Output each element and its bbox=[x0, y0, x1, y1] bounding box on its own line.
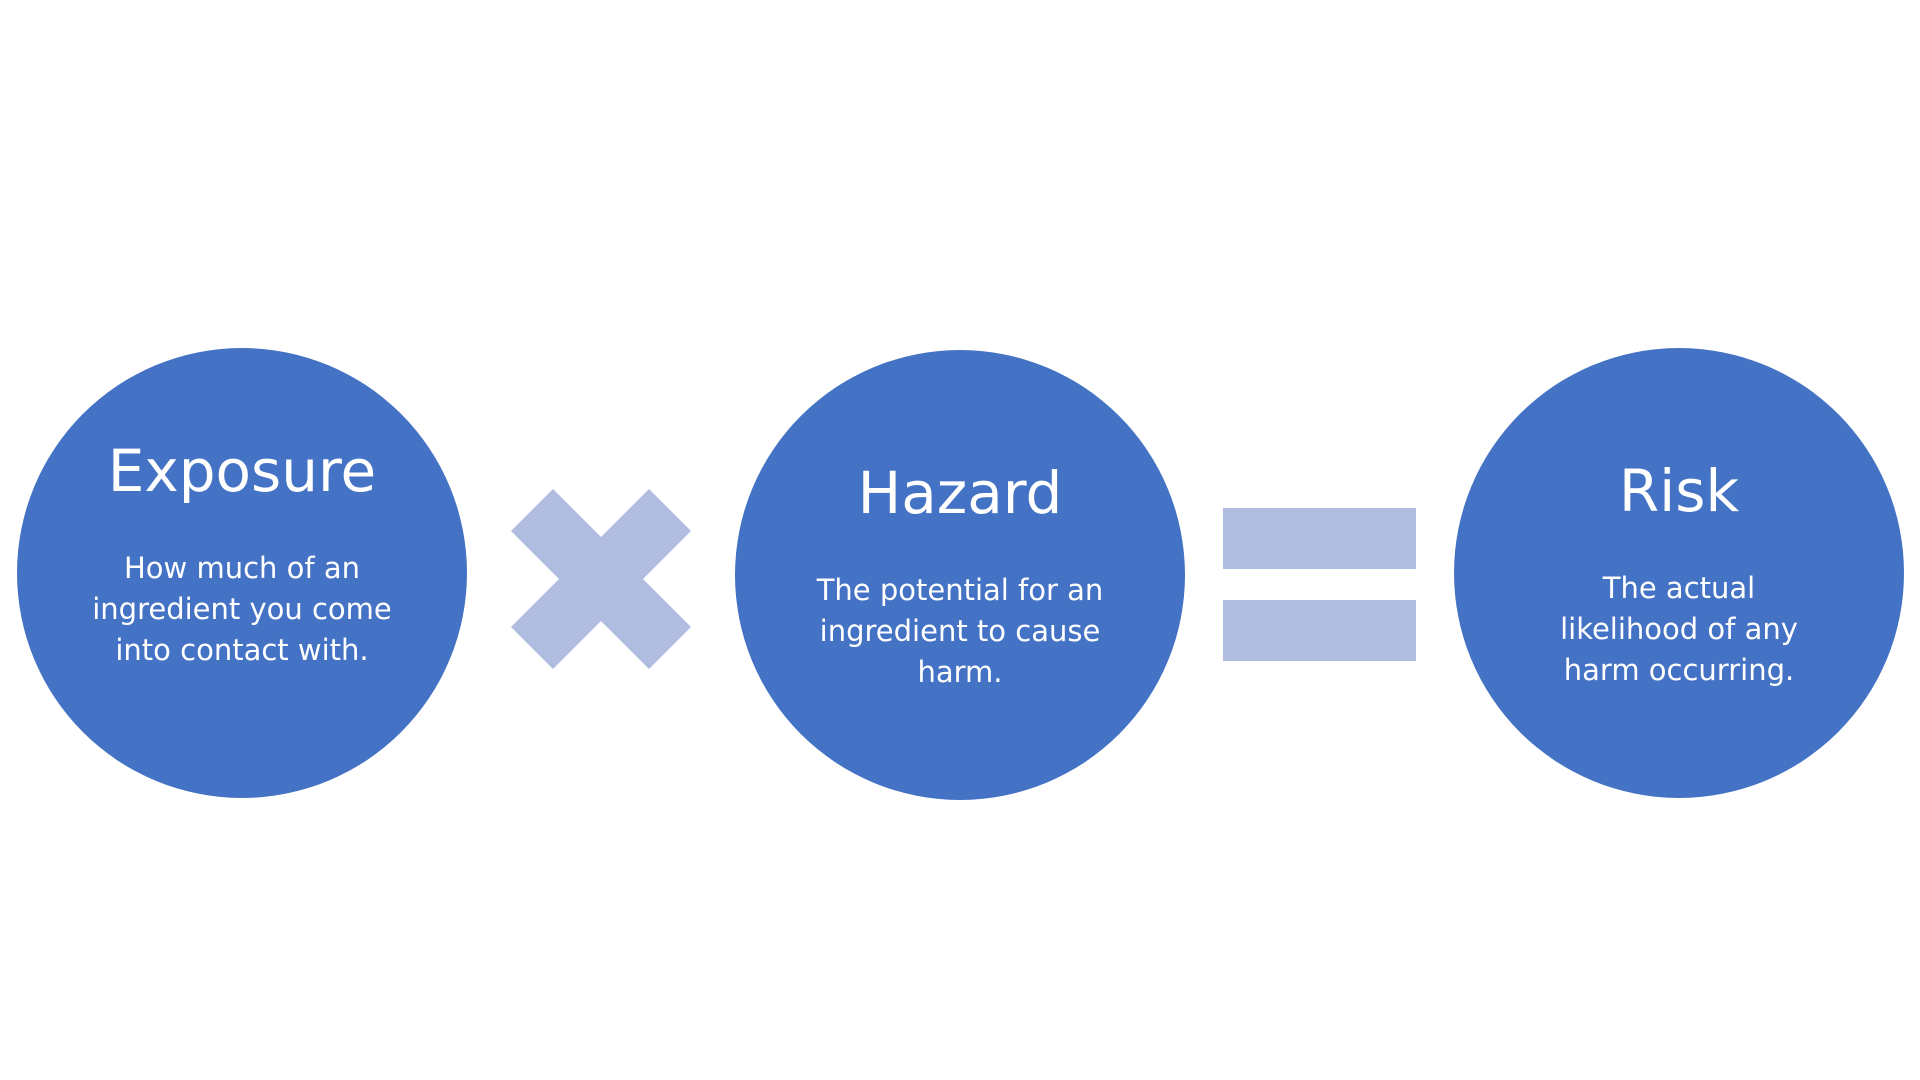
equals-icon bbox=[1223, 508, 1416, 662]
multiply-icon bbox=[511, 489, 691, 669]
exposure-title: Exposure bbox=[107, 437, 377, 505]
risk-description: The actual likelihood of any harm occurr… bbox=[1560, 571, 1798, 687]
hazard-title: Hazard bbox=[857, 459, 1063, 527]
risk-title: Risk bbox=[1618, 457, 1740, 525]
hazard-description: The potential for an ingredient to cause… bbox=[816, 573, 1104, 689]
equals-bar-top bbox=[1223, 508, 1416, 569]
equals-bar-bottom bbox=[1223, 600, 1416, 661]
risk-circle: Risk The actual likelihood of any harm o… bbox=[1454, 348, 1904, 798]
hazard-circle: Hazard The potential for an ingredient t… bbox=[735, 350, 1185, 800]
exposure-description: How much of an ingredient you come into … bbox=[92, 551, 392, 667]
exposure-circle: Exposure How much of an ingredient you c… bbox=[17, 348, 467, 798]
